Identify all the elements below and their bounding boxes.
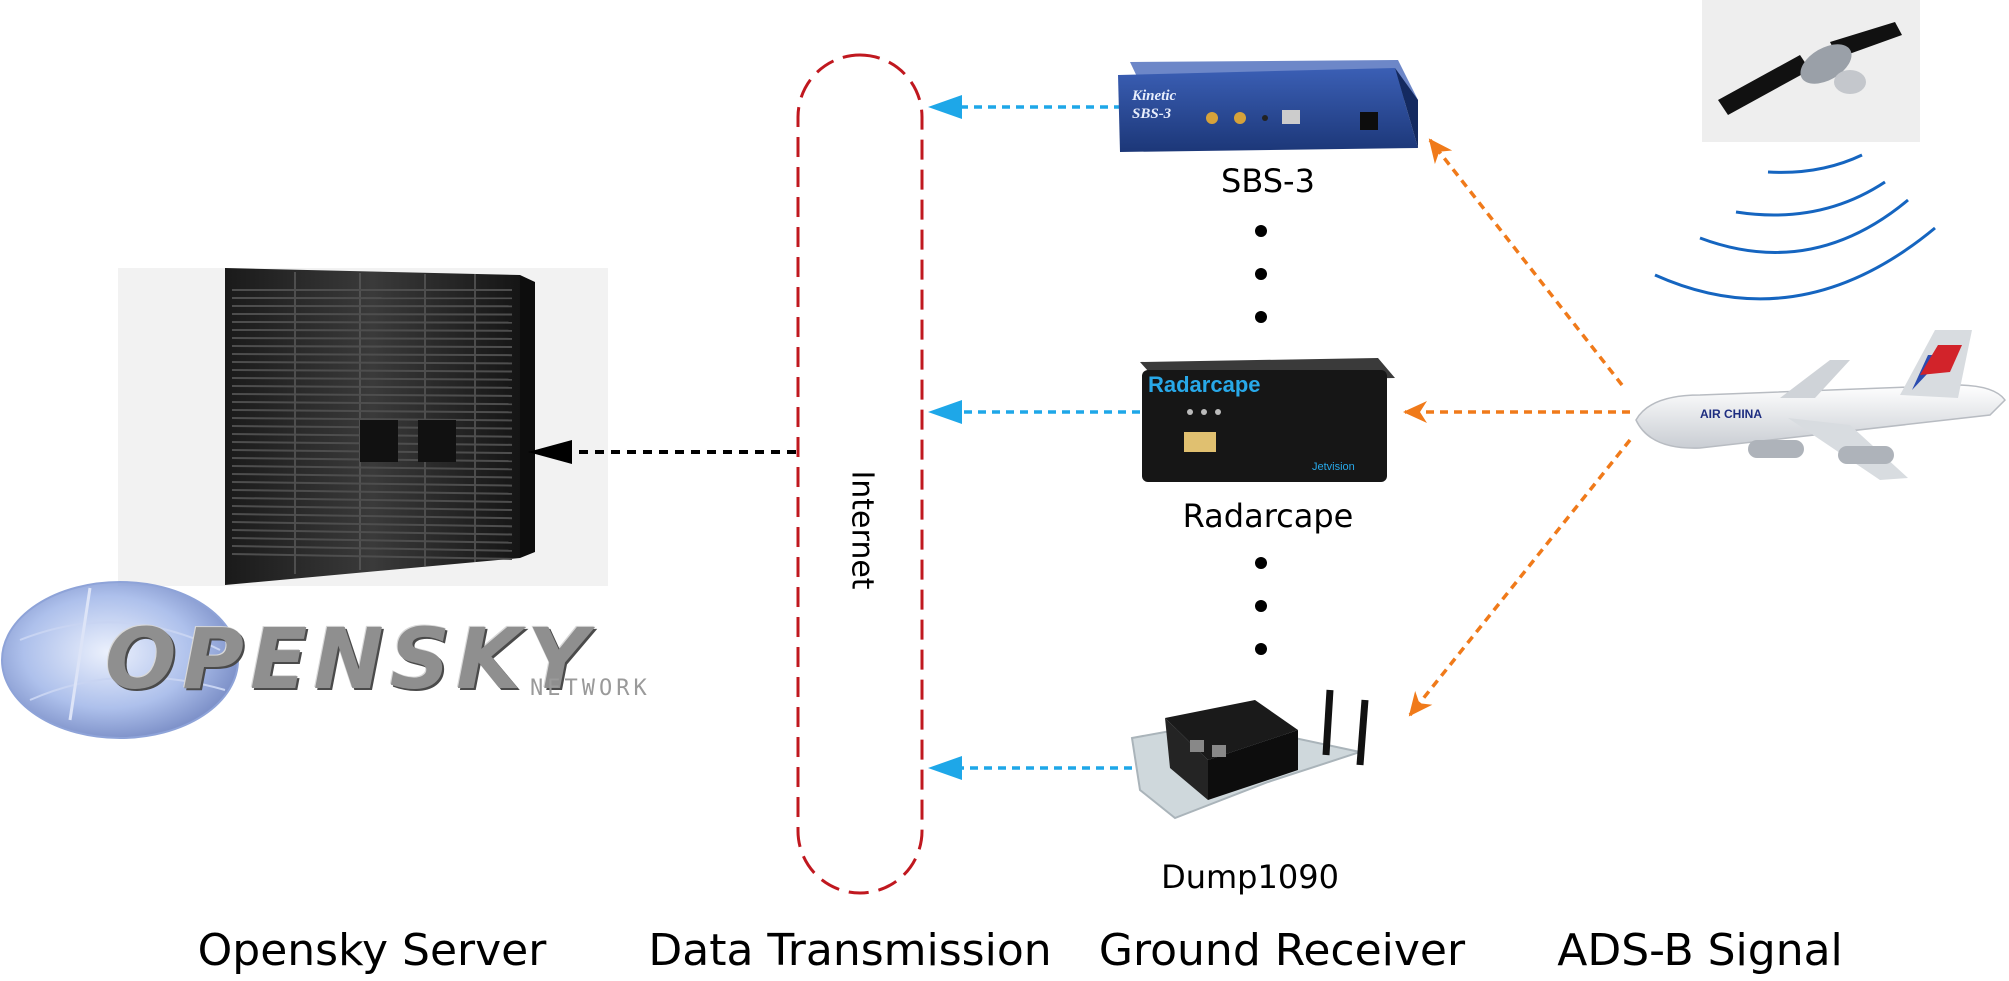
category-ground-receiver: Ground Receiver — [1098, 925, 1466, 976]
opensky-server — [118, 268, 608, 586]
internet-cloud — [796, 53, 924, 895]
opensky-logo-globe — [0, 581, 240, 739]
ellipsis-dot — [1255, 600, 1267, 612]
internet-label: Internet — [844, 470, 880, 590]
radarcape-maker-text: Jetvision — [1312, 461, 1355, 473]
radarcape-device: Radarcape Jetvision — [1140, 358, 1395, 482]
ellipsis-dot — [1255, 225, 1267, 237]
signal-to-dump1090-arrow — [1408, 438, 1632, 717]
sbs3-to-internet-arrow — [928, 95, 1122, 119]
sbs3-model-text: SBS-3 — [1132, 106, 1172, 122]
category-opensky-server: Opensky Server — [197, 925, 547, 976]
internet-to-server-arrow — [528, 440, 796, 464]
signal-to-sbs3-arrow — [1428, 138, 1624, 387]
sbs3-label: SBS-3 — [1221, 162, 1315, 200]
ellipsis-dot — [1255, 643, 1267, 655]
sbs3-device: Kinetic SBS-3 — [1118, 60, 1418, 152]
radarcape-label: Radarcape — [1182, 497, 1354, 535]
dump1090-device — [1130, 689, 1369, 820]
plane-livery-text: AIR CHINA — [1700, 407, 1762, 421]
dump1090-to-internet-arrow — [928, 756, 1132, 780]
satellite-icon — [1702, 0, 1920, 142]
radarcape-to-internet-arrow — [928, 400, 1140, 424]
dump1090-label: Dump1090 — [1161, 858, 1339, 896]
sbs3-brand-text: Kinetic — [1131, 88, 1177, 104]
ellipsis-dot — [1255, 311, 1267, 323]
opensky-logo-subtext: NETWORK — [530, 676, 651, 701]
radarcape-brand-text: Radarcape — [1148, 372, 1261, 397]
signal-waves-icon — [1654, 153, 1936, 301]
category-data-transmission: Data Transmission — [648, 925, 1052, 976]
ellipsis-dot — [1255, 557, 1267, 569]
ellipsis-dot — [1255, 268, 1267, 280]
category-adsb-signal: ADS-B Signal — [1557, 925, 1843, 976]
opensky-logo-text: OPENSKY — [105, 610, 595, 708]
airplane-icon: AIR CHINA — [1635, 330, 2006, 480]
